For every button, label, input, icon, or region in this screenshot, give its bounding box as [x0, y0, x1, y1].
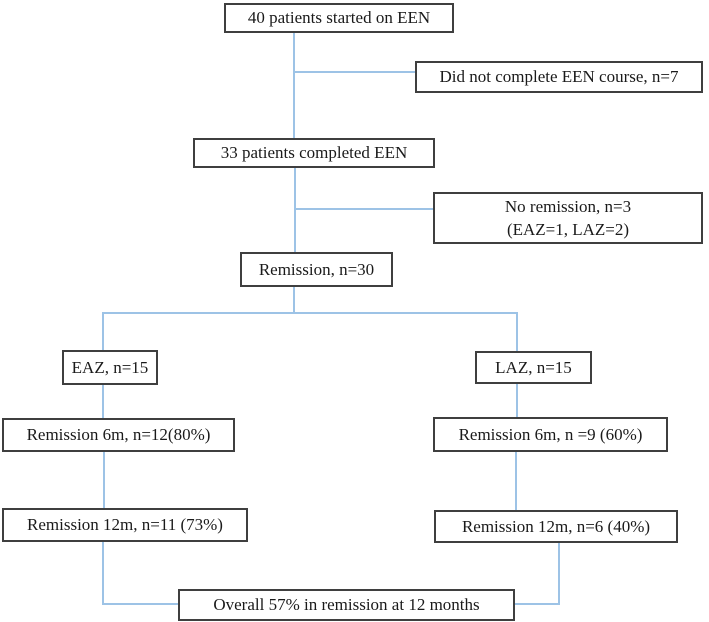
- connector-laz-to-6m: [516, 384, 518, 417]
- node-remission-label: Remission, n=30: [258, 259, 375, 279]
- node-no-remission-line2: (EAZ=1, LAZ=2): [506, 220, 630, 239]
- node-laz-remission-12m-label: Remission 12m, n=6 (40%): [461, 516, 651, 536]
- node-eaz-remission-6m: Remission 6m, n=12(80%): [2, 418, 235, 452]
- node-overall-remission-label: Overall 57% in remission at 12 months: [213, 595, 480, 614]
- connector-completed-to-remission: [294, 168, 296, 252]
- node-laz-remission-6m-label: Remission 6m, n =9 (60%): [458, 424, 643, 444]
- node-started-een: 40 patients started on EEN: [224, 3, 454, 33]
- connector-split-horizontal: [102, 312, 518, 314]
- connector-overall-left: [102, 603, 178, 605]
- connector-split-to-laz: [516, 312, 518, 352]
- connector-overall-right: [515, 603, 559, 605]
- connector-eaz-6m-to-12m: [103, 452, 105, 508]
- node-no-remission-line1: No remission, n=3: [504, 197, 632, 216]
- connector-dropout-branch: [294, 71, 415, 73]
- node-eaz: EAZ, n=15: [62, 350, 158, 385]
- node-laz: LAZ, n=15: [475, 351, 592, 384]
- node-eaz-label: EAZ, n=15: [71, 357, 149, 377]
- node-started-een-label: 40 patients started on EEN: [247, 8, 431, 27]
- connector-start-to-completed: [293, 33, 295, 138]
- node-no-remission: No remission, n=3 (EAZ=1, LAZ=2): [433, 192, 703, 244]
- node-completed-een-label: 33 patients completed EEN: [220, 143, 408, 162]
- connector-laz-6m-to-12m: [515, 452, 517, 510]
- node-laz-remission-6m: Remission 6m, n =9 (60%): [433, 417, 668, 452]
- node-did-not-complete: Did not complete EEN course, n=7: [415, 61, 703, 93]
- node-eaz-remission-12m-label: Remission 12m, n=11 (73%): [27, 515, 223, 534]
- node-eaz-remission-6m-label: Remission 6m, n=12(80%): [26, 425, 211, 444]
- connector-eaz-to-6m: [102, 385, 104, 418]
- node-laz-remission-12m: Remission 12m, n=6 (40%): [434, 510, 678, 543]
- connector-no-remission-branch: [294, 208, 433, 210]
- node-overall-remission: Overall 57% in remission at 12 months: [178, 589, 515, 621]
- node-did-not-complete-label: Did not complete EEN course, n=7: [439, 67, 679, 86]
- node-eaz-remission-12m: Remission 12m, n=11 (73%): [2, 508, 248, 542]
- connector-remission-stub: [293, 287, 295, 313]
- node-remission: Remission, n=30: [240, 252, 393, 287]
- connector-eaz-12m-down: [102, 542, 104, 605]
- node-completed-een: 33 patients completed EEN: [193, 138, 435, 168]
- connector-split-to-eaz: [102, 312, 104, 351]
- connector-laz-12m-down: [558, 543, 560, 605]
- node-laz-label: LAZ, n=15: [495, 357, 572, 377]
